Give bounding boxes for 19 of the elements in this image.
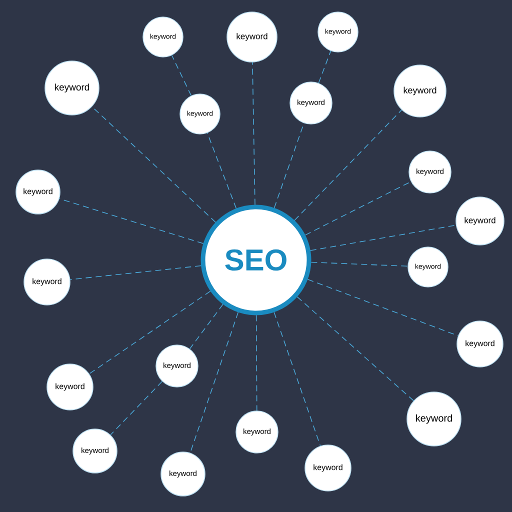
connector-line [252, 62, 256, 206]
connector-line [310, 262, 408, 267]
connector-line [70, 265, 202, 280]
connector-line [88, 290, 211, 374]
connector-line [171, 54, 192, 96]
connector-line [110, 381, 163, 436]
connector-line [206, 132, 237, 209]
connector-line [310, 224, 456, 251]
connector-line [58, 198, 204, 244]
connector-line [256, 314, 258, 411]
connector-line [189, 304, 224, 350]
connector-line [307, 279, 458, 336]
connector-line [190, 312, 239, 454]
connector-line [304, 181, 412, 236]
connector-line [92, 106, 216, 223]
connector-line [296, 296, 414, 402]
connector-line [294, 110, 402, 221]
connector-line [274, 312, 321, 446]
connector-line [318, 50, 332, 84]
